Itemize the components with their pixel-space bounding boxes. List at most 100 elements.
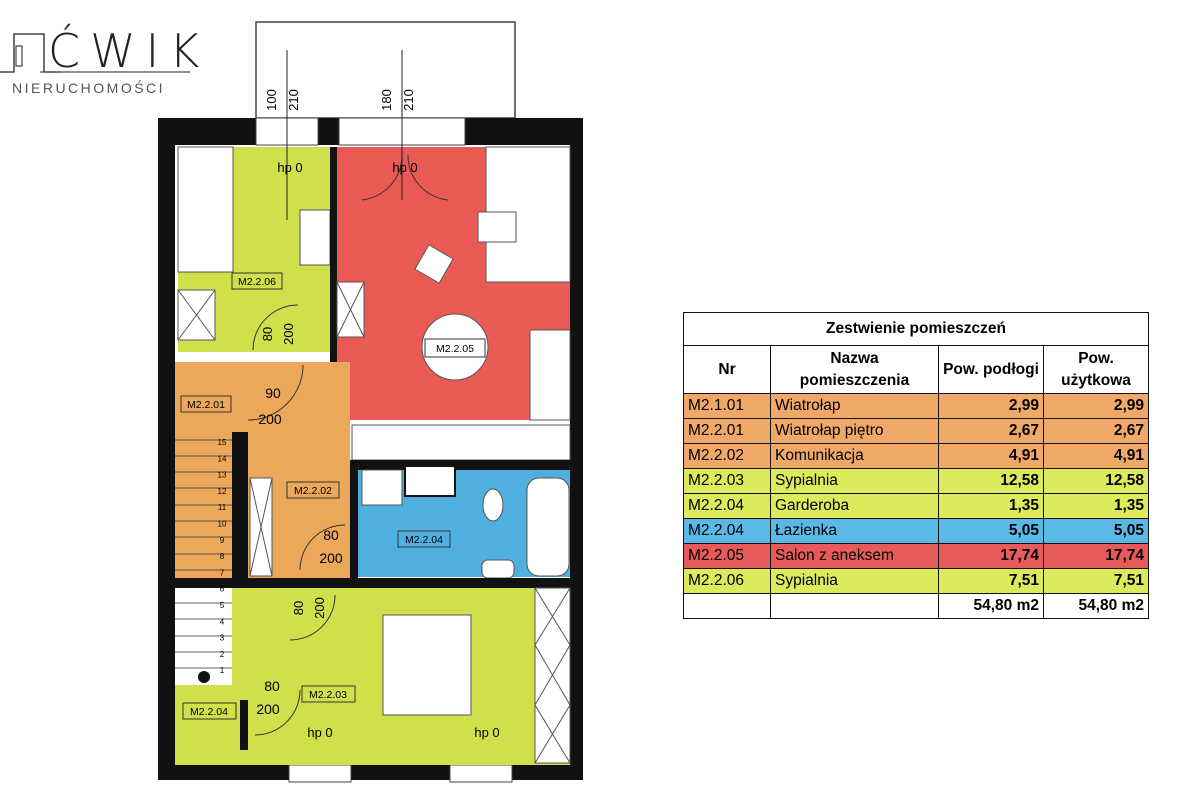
stair-number: 12: [218, 487, 227, 496]
stair-number: 7: [220, 568, 225, 577]
room-summary-table: Zestwienie pomieszczeń Nr Nazwa pomieszc…: [683, 312, 1149, 619]
floor-area: 2,67: [938, 418, 1044, 444]
company-logo: ĆWIK NIERUCHOMOŚCI: [0, 18, 199, 98]
room-label: M2.2.02: [294, 485, 332, 497]
room-name: Wiatrołap: [770, 393, 939, 419]
header-nr: Nr: [683, 345, 771, 394]
window: [449, 764, 513, 783]
stair-number: 2: [220, 650, 225, 659]
header-name: Nazwa pomieszczenia: [770, 345, 939, 394]
door-dim: 200: [281, 323, 296, 345]
door-dim: 200: [319, 550, 343, 566]
room-name: Komunikacja: [770, 443, 939, 469]
header-usable-area: Pow. użytkowa: [1043, 345, 1149, 394]
hp-label: hp 0: [392, 160, 417, 175]
room-name: Salon z aneksem: [770, 543, 939, 569]
usable-area: 7,51: [1043, 568, 1149, 594]
room-number: M2.2.03: [683, 468, 771, 494]
room-number: M2.2.01: [683, 418, 771, 444]
door-height-label: 210: [401, 89, 416, 111]
logo-subtitle: NIERUCHOMOŚCI: [12, 80, 166, 96]
window-height-label: 210: [286, 89, 301, 111]
shower: [361, 469, 403, 506]
header-floor-area: Pow. podłogi: [938, 345, 1044, 394]
usable-area: 1,35: [1043, 493, 1149, 519]
room-name: Sypialnia: [770, 468, 939, 494]
bed: [177, 146, 234, 273]
room-number: M2.2.04: [683, 493, 771, 519]
double-bed: [382, 614, 472, 716]
door-dim: 200: [256, 701, 280, 717]
logo-house-icon: [0, 33, 60, 73]
floor-area: 4,91: [938, 443, 1044, 469]
hp-label: hp 0: [277, 160, 302, 175]
washing-machine: [404, 465, 456, 497]
room-label: M2.2.05: [436, 343, 474, 355]
toilet: [482, 488, 504, 522]
floor-area: 7,51: [938, 568, 1044, 594]
room-number: M2.1.01: [683, 393, 771, 419]
stair-number: 6: [220, 585, 225, 594]
door-dim: 200: [312, 597, 327, 619]
stair-number: 10: [218, 520, 227, 529]
kitchen-counter: [529, 329, 571, 421]
door-dim: 80: [323, 527, 339, 543]
stair-number: 13: [218, 471, 227, 480]
stair-number: 8: [220, 552, 225, 561]
stair-number: 11: [218, 503, 227, 512]
room-label: M2.2.04: [405, 534, 443, 546]
room-number: M2.2.02: [683, 443, 771, 469]
window: [288, 764, 352, 783]
room-label: M2.2.04: [190, 706, 228, 718]
floor-area: 5,05: [938, 518, 1044, 544]
room-label: M2.2.01: [187, 399, 225, 411]
usable-area: 12,58: [1043, 468, 1149, 494]
door-dim: 200: [258, 411, 282, 427]
total-usable-area: 54,80 m2: [1043, 593, 1149, 619]
total-floor-area: 54,80 m2: [938, 593, 1044, 619]
usable-area: 2,67: [1043, 418, 1149, 444]
stair-number: 1: [220, 666, 225, 675]
door-width-label: 180: [379, 89, 394, 111]
stair-number: 4: [220, 617, 225, 626]
door-dim: 90: [265, 385, 281, 401]
room-number: M2.2.05: [683, 543, 771, 569]
desk: [299, 209, 331, 266]
window-width-label: 100: [264, 89, 279, 111]
table-title: Zestwienie pomieszczeń: [683, 312, 1149, 346]
room-name: Sypialnia: [770, 568, 939, 594]
door-dim: 80: [264, 678, 280, 694]
stair-number: 9: [220, 536, 225, 545]
door-dim: 80: [260, 327, 275, 341]
floor-area: 2,99: [938, 393, 1044, 419]
stair-number: 3: [220, 634, 225, 643]
floor-plan: 100 210 180 210 hp 0 hp 0 hp 0 hp 0 M2.2…: [158, 21, 583, 783]
usable-area: 5,05: [1043, 518, 1149, 544]
room-label: M2.2.06: [238, 276, 276, 288]
room-name: Wiatrołap piętro: [770, 418, 939, 444]
room-number: M2.2.04: [683, 518, 771, 544]
usable-area: 4,91: [1043, 443, 1149, 469]
balcony: [255, 21, 516, 119]
stair-number: 5: [220, 601, 225, 610]
usable-area: 17,74: [1043, 543, 1149, 569]
armchair: [414, 244, 454, 284]
logo-brand: ĆWIK: [48, 24, 210, 78]
stair-number: 15: [218, 438, 227, 447]
sink: [481, 559, 515, 579]
kitchen-unit: [351, 424, 571, 461]
floor-area: 1,35: [938, 493, 1044, 519]
coffee-table: [477, 211, 517, 243]
stair-number: 14: [218, 454, 227, 463]
usable-area: 2,99: [1043, 393, 1149, 419]
room-number: M2.2.06: [683, 568, 771, 594]
stairs: [175, 439, 232, 571]
